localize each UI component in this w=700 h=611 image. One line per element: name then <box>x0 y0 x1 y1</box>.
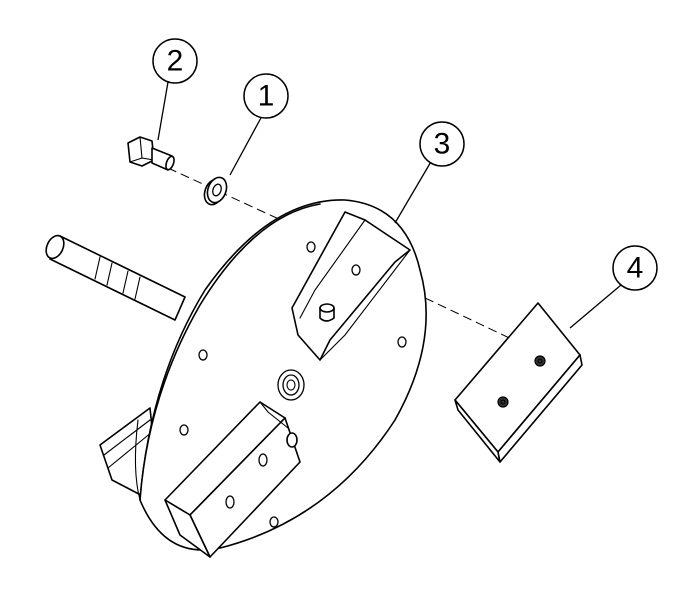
leader-line <box>157 81 169 141</box>
bolt <box>127 136 175 171</box>
callout-balloon: 1 <box>243 73 289 119</box>
callout-balloon: 2 <box>152 38 198 84</box>
mounting-hole <box>198 349 208 361</box>
jaw-hole <box>258 453 268 467</box>
mounting-hole <box>269 516 279 528</box>
mounting-hole <box>397 336 407 348</box>
washer <box>203 176 228 206</box>
leader-line <box>229 115 263 176</box>
mounting-hole <box>306 241 316 253</box>
leader-line <box>569 284 622 329</box>
callout-number: 3 <box>434 128 451 161</box>
shaft <box>45 234 186 321</box>
threaded-hole <box>534 355 546 367</box>
callout-balloon: 4 <box>612 245 658 291</box>
lower-jaw <box>164 401 301 558</box>
insert-block <box>454 302 583 463</box>
mounting-hole <box>179 424 189 436</box>
threaded-hole <box>497 396 509 408</box>
callout-balloon: 3 <box>419 121 465 167</box>
jaw-hole <box>225 495 235 509</box>
callout-number: 2 <box>167 45 184 78</box>
leader-line <box>394 159 433 224</box>
callout-number: 4 <box>627 252 644 285</box>
mounting-hole <box>351 264 361 276</box>
callout-number: 1 <box>258 80 275 113</box>
